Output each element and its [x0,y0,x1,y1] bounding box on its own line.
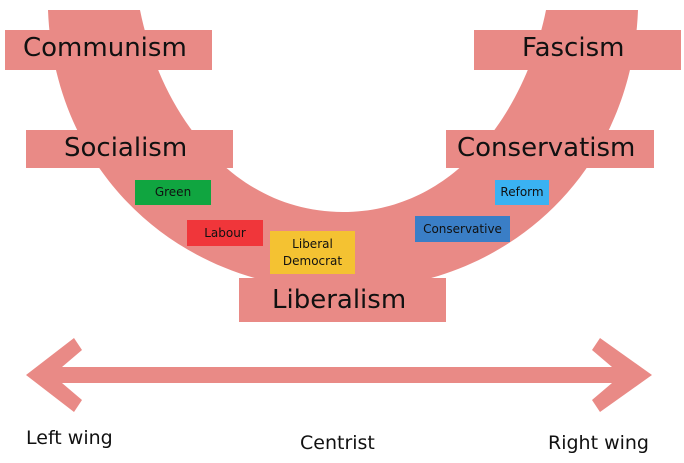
centrist-label: Centrist [300,432,375,454]
fascism-bar [474,30,681,70]
green-party-label: Green [154,185,192,200]
liberalism-bar [239,278,446,322]
conservative-box [415,216,510,242]
liberal-democrat-party-label: Liberal Democrat [282,237,343,268]
conservatism-bar [446,130,654,168]
fascism-label: Fascism [522,33,625,63]
socialism-bar [26,130,233,168]
liberalism-label: Liberalism [272,285,407,315]
left-wing-label: Left wing [26,427,113,449]
left-right-arrow [26,338,652,412]
right-wing-label: Right wing [548,432,649,454]
conservative-party-label: Conservative [423,221,502,236]
reform-box [495,180,549,205]
conservatism-label: Conservatism [457,133,636,163]
labour-party-label: Labour [204,225,246,240]
reform-party-label: Reform [500,185,544,200]
socialism-label: Socialism [64,133,188,163]
green-box [135,180,211,205]
communism-bar [5,30,212,70]
liberal-democrat-box [270,231,355,274]
communism-label: Communism [23,33,187,63]
labour-box [187,220,263,246]
